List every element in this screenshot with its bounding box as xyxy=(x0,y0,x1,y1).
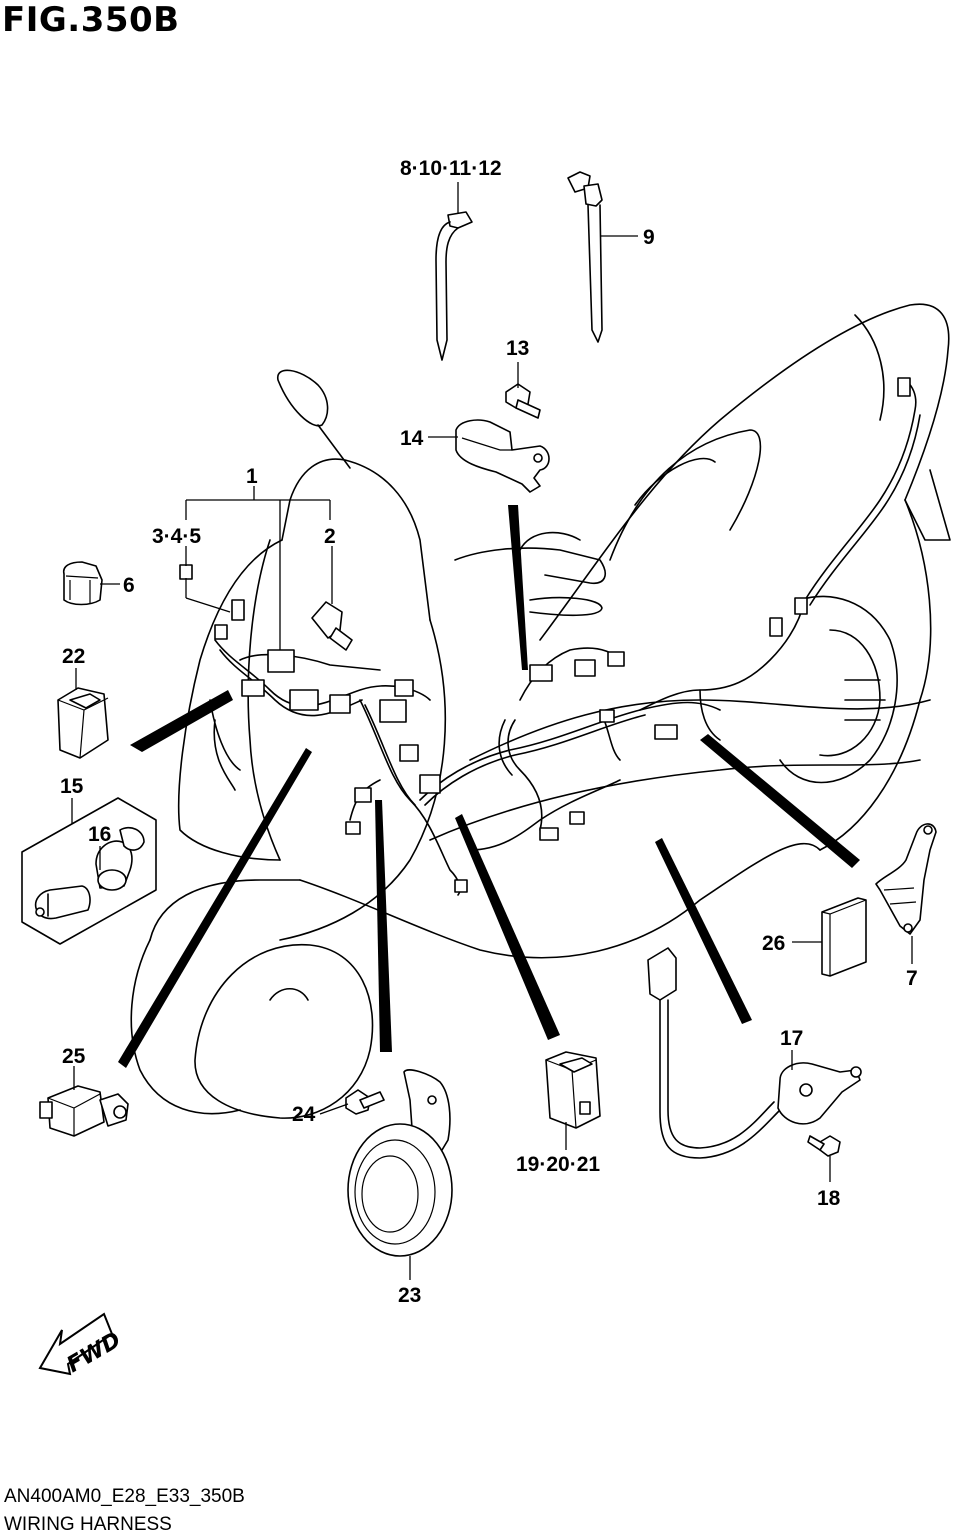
part-clamp-tie-9 xyxy=(567,171,603,343)
callout-7: 7 xyxy=(906,967,918,990)
callout-26: 26 xyxy=(762,932,786,955)
drawing-code: AN400AM0_E28_E33_350B xyxy=(4,1486,245,1507)
callout-leader-lines xyxy=(71,182,913,1280)
part-cable-tie-8 xyxy=(435,211,473,361)
callout-23: 23 xyxy=(398,1284,422,1307)
callout-9: 9 xyxy=(643,226,655,249)
location-pointers xyxy=(118,505,860,1068)
part-horn-23-24 xyxy=(345,1069,453,1257)
scooter-body-outline xyxy=(130,303,951,1119)
callout-14: 14 xyxy=(400,427,424,450)
callout-6: 6 xyxy=(123,574,135,597)
part-connector-2 xyxy=(311,601,353,651)
callout-2: 2 xyxy=(324,525,336,548)
callout-3-4-5: 3·4·5 xyxy=(152,525,202,548)
callout-8-10-11-12: 8·10·11·12 xyxy=(400,157,502,180)
part-bracket-14 xyxy=(455,419,550,493)
main-wiring-harness xyxy=(209,377,921,896)
part-fuse-3-4-5 xyxy=(179,564,193,580)
part-relay-22 xyxy=(57,687,109,759)
callout-1: 1 xyxy=(246,465,258,488)
callout-19-20-21: 19·20·21 xyxy=(516,1153,601,1176)
part-bracket-7 xyxy=(875,823,937,935)
part-cap-6 xyxy=(62,561,103,606)
callout-18: 18 xyxy=(817,1187,841,1210)
figure-title: FIG.350B xyxy=(2,0,180,40)
part-sensor-25 xyxy=(39,1085,129,1137)
fwd-direction-arrow: FWD xyxy=(38,1312,125,1378)
part-pad-26 xyxy=(821,897,867,977)
callout-15: 15 xyxy=(60,775,84,798)
callout-22: 22 xyxy=(62,645,86,668)
callout-25: 25 xyxy=(62,1045,86,1068)
part-relay-19-20-21 xyxy=(545,1051,601,1129)
part-bolt-13 xyxy=(505,383,541,419)
part-sensor-17 xyxy=(647,947,862,1159)
callout-13: 13 xyxy=(506,337,530,360)
callout-17: 17 xyxy=(780,1027,804,1050)
callout-16: 16 xyxy=(88,823,112,846)
drawing-caption: WIRING HARNESS xyxy=(4,1514,172,1535)
part-socket-assembly-15-16 xyxy=(21,797,157,945)
callout-24: 24 xyxy=(292,1103,316,1126)
part-bolt-18 xyxy=(807,1135,841,1157)
